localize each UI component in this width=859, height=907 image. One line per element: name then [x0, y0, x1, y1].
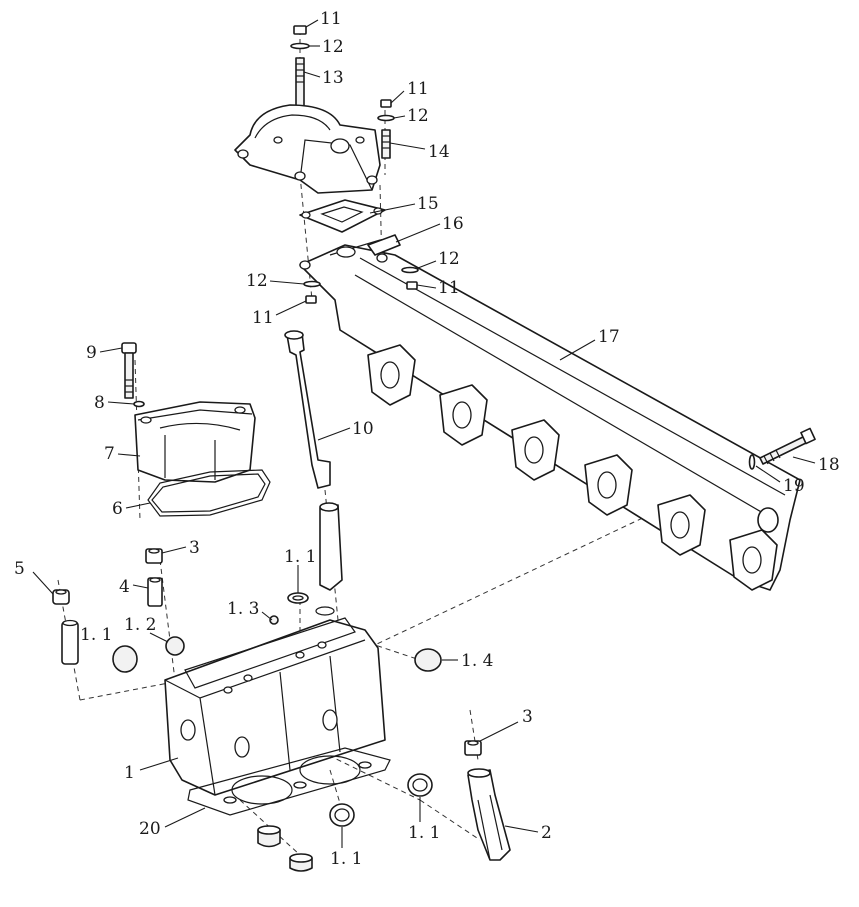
callout-12: 12 — [246, 271, 268, 291]
callout-12: 12 — [322, 37, 344, 57]
guide-sleeve-left — [61, 619, 79, 665]
callout-9: 9 — [86, 343, 97, 363]
callout-13: 13 — [322, 68, 344, 88]
callout-6: 6 — [112, 499, 123, 519]
exhaust-manifold-17 — [299, 234, 801, 591]
bolt-9 — [121, 342, 137, 399]
manifold-port-3 — [511, 419, 560, 481]
callout-12: 12 — [438, 249, 460, 269]
nut-11-mid — [406, 281, 418, 290]
callout-1-1: 1. 1 — [408, 823, 440, 843]
pushrod-tube-10 — [284, 330, 331, 489]
plug-lower-1 — [257, 825, 281, 848]
ring-1-1-top — [287, 592, 309, 604]
bolt-18 — [759, 427, 816, 465]
callout-19: 19 — [783, 476, 805, 496]
nut-11-top — [293, 25, 307, 35]
washer-12-top — [290, 42, 310, 50]
washer-19 — [748, 454, 756, 470]
nut-11-right — [380, 99, 392, 108]
nut-11-left — [305, 295, 317, 304]
callout-17: 17 — [598, 327, 620, 347]
callout-3: 3 — [522, 707, 533, 727]
gasket-15 — [299, 199, 386, 233]
rocker-cover-7 — [134, 401, 256, 483]
sleeve-1-1 — [319, 502, 343, 591]
callout-1-3: 1. 3 — [227, 599, 259, 619]
callout-15: 15 — [417, 194, 439, 214]
manifold-port-5 — [657, 494, 706, 556]
turbo-adapter-housing — [234, 104, 381, 194]
washer-8 — [133, 400, 145, 408]
callout-11: 11 — [407, 79, 429, 99]
callout-11: 11 — [438, 278, 460, 298]
gasket-6 — [147, 469, 271, 517]
oring-1-1 — [315, 606, 335, 616]
nut-3-right — [464, 740, 482, 756]
cylinder-head-1 — [164, 617, 386, 796]
nut-3-left — [145, 548, 163, 564]
stud-14 — [381, 129, 391, 159]
plug-1-4 — [414, 648, 442, 672]
callout-3: 3 — [189, 538, 200, 558]
callout-4: 4 — [119, 577, 130, 597]
callout-16: 16 — [442, 214, 464, 234]
callout-8: 8 — [94, 393, 105, 413]
manifold-port-6 — [729, 529, 778, 591]
callout-12: 12 — [407, 106, 429, 126]
callout-14: 14 — [428, 142, 450, 162]
callout-1-1: 1. 1 — [80, 625, 112, 645]
plug-1-1-upper-left — [112, 645, 138, 673]
washer-12-mid — [401, 266, 419, 274]
callout-1-1: 1. 1 — [284, 547, 316, 567]
callout-2: 2 — [541, 823, 552, 843]
callout-10: 10 — [352, 419, 374, 439]
ball-1-3 — [269, 615, 279, 625]
callout-5: 5 — [14, 559, 25, 579]
ring-1-1-bottom — [329, 803, 355, 827]
callout-18: 18 — [818, 455, 840, 475]
washer-12-left — [303, 280, 321, 288]
callout-1: 1 — [124, 763, 135, 783]
callout-11: 11 — [252, 308, 274, 328]
callout-20: 20 — [139, 819, 161, 839]
head-gasket-20 — [187, 747, 391, 816]
ring-1-1-right — [407, 773, 433, 797]
washer-12-right — [377, 114, 395, 122]
manifold-port-2 — [439, 384, 488, 446]
manifold-port-1 — [367, 344, 416, 406]
callout-1-1: 1. 1 — [330, 849, 362, 869]
callout-11: 11 — [320, 9, 342, 29]
callout-labels: 11 12 13 11 12 14 15 16 12 11 12 11 17 9… — [14, 9, 840, 869]
cap-5 — [52, 589, 70, 605]
plug-1-2 — [165, 636, 185, 656]
rocker-arm-2 — [467, 768, 511, 861]
plug-lower-2 — [289, 853, 313, 872]
callout-1-2: 1. 2 — [124, 615, 156, 635]
callout-1-4: 1. 4 — [461, 651, 493, 671]
callout-7: 7 — [104, 444, 115, 464]
manifold-port-4 — [584, 454, 633, 516]
spacer-4 — [147, 577, 163, 607]
leader-lines — [32, 19, 816, 848]
